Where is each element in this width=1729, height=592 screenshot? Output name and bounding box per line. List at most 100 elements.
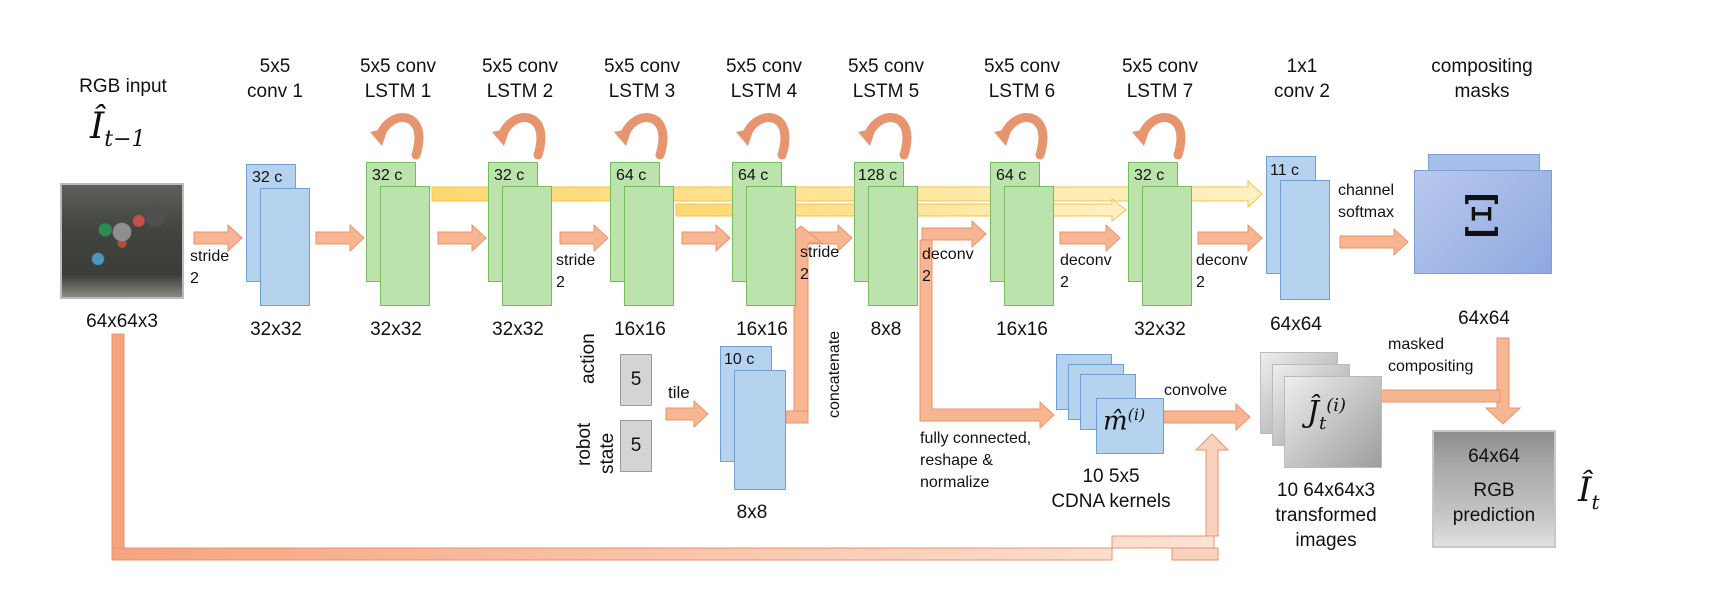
kernels-caption: 10 5x5 CDNA kernels <box>1051 466 1171 512</box>
arrow-lstm6-lstm7-icon <box>1059 223 1121 253</box>
robot-label: robot <box>574 422 595 466</box>
robot-state-label: state <box>597 432 618 474</box>
arrow-masked-compositing-icon <box>1379 389 1501 403</box>
layer-lstm5-label: 5x5 conv LSTM 5 <box>847 56 925 102</box>
loop-lstm3-icon <box>619 113 668 160</box>
prediction-symbol: Ît <box>1578 470 1599 514</box>
op-deconv-1: deconv 2 <box>922 246 974 285</box>
layer-conv1-label: 5x5 conv 1 <box>247 56 303 102</box>
transformed-caption: 10 64x64x3 transformed images <box>1275 480 1377 551</box>
arrow-masks-down-icon <box>1484 337 1522 425</box>
kernel-symbol: m̂(i) <box>1103 405 1145 437</box>
lstm2-front-block <box>502 186 552 306</box>
lstm1-channels: 32 c <box>372 167 403 184</box>
lstm5-size: 8x8 <box>870 319 902 340</box>
lstm1-size: 32x32 <box>370 319 422 340</box>
layer-lstm7-label: 5x5 conv LSTM 7 <box>1121 56 1199 102</box>
loop-lstm4-icon <box>741 113 790 160</box>
input-title: RGB input <box>79 76 167 97</box>
op-deconv-2: deconv 2 <box>1060 252 1112 291</box>
loop-lstm2-icon <box>497 113 546 160</box>
conv2-channels: 11 c <box>1270 162 1300 179</box>
layer-conv2-label: 1x1 conv 2 <box>1274 56 1330 102</box>
robot-action-text: action <box>578 333 599 384</box>
prediction-image <box>1432 430 1556 548</box>
lstm4-front-block <box>746 186 796 306</box>
prediction-symbol-main: Î <box>1578 470 1592 510</box>
transformed-symbol-superscript: (i) <box>1326 395 1347 416</box>
arrow-tile-icon <box>665 399 709 429</box>
layer-lstm3-label: 5x5 conv LSTM 3 <box>603 56 681 102</box>
masks-title: compositing masks <box>1431 56 1533 102</box>
arrow-lstm1-lstm2-icon <box>437 223 487 253</box>
loop-head-6-icon <box>994 128 1012 146</box>
lstm7-front-block <box>1142 186 1192 306</box>
kernel-symbol-superscript: (i) <box>1127 405 1146 424</box>
concat-front-block <box>734 370 786 490</box>
op-stride-3: stride 2 <box>800 244 840 283</box>
arrow-conv2-masks-icon <box>1339 227 1409 257</box>
masks-symbol: Ξ <box>1462 185 1502 250</box>
lstm2-size: 32x32 <box>492 319 544 340</box>
lstm6-size: 16x16 <box>996 319 1048 340</box>
prediction-size: 64x64 <box>1468 446 1520 467</box>
lstm4-size: 16x16 <box>736 319 788 340</box>
loop-head-1-icon <box>370 128 388 146</box>
concat-size: 8x8 <box>736 502 768 523</box>
op-tile: tile <box>668 383 690 402</box>
op-stride-1: stride 2 <box>190 248 230 287</box>
recurrent-loop-arrows <box>375 113 1186 160</box>
conv1-front-block <box>260 188 310 306</box>
lstm7-size: 32x32 <box>1134 319 1186 340</box>
loop-head-4-icon <box>736 128 754 146</box>
kernel-block-front: m̂(i) <box>1096 398 1164 454</box>
transformed-symbol-subscript: t <box>1319 413 1327 434</box>
op-channel-softmax: channel softmax <box>1338 182 1395 221</box>
loop-lstm1-icon <box>375 113 424 160</box>
arrow-conv1-lstm1-icon <box>315 223 365 253</box>
arrow-input-conv1-icon <box>193 223 243 253</box>
layer-lstm2-label: 5x5 conv LSTM 2 <box>481 56 559 102</box>
loop-head-7-icon <box>1132 128 1150 146</box>
conv1-channels: 32 c <box>252 169 283 186</box>
kernel-symbol-main: m̂ <box>1103 406 1128 437</box>
prediction-symbol-subscript: t <box>1591 489 1600 514</box>
arrow-fc-path-icon <box>919 239 1055 430</box>
arrow-concat-horizontal-icon <box>785 410 809 424</box>
state-value: 5 <box>630 435 642 456</box>
action-value: 5 <box>630 369 642 390</box>
lstm7-channels: 32 c <box>1134 167 1165 184</box>
input-size: 64x64x3 <box>86 311 158 332</box>
masks-size: 64x64 <box>1458 308 1510 329</box>
input-symbol: Ît−1 <box>90 106 146 152</box>
transformed-block-front: Ĵt(i) <box>1284 376 1382 468</box>
lstm6-front-block <box>1004 186 1054 306</box>
transformed-symbol-main: Ĵ <box>1307 395 1320 430</box>
op-deconv-3: deconv 2 <box>1196 252 1248 291</box>
loop-head-3-icon <box>614 128 632 146</box>
op-convolve: convolve <box>1164 382 1228 399</box>
prediction-label: RGB prediction <box>1452 480 1536 526</box>
loop-head-2-icon <box>492 128 510 146</box>
transformed-symbol: Ĵt(i) <box>1307 395 1346 434</box>
loop-lstm7-icon <box>1137 113 1186 160</box>
loop-lstm5-icon <box>863 113 912 160</box>
op-fully-connected: fully connected, reshape & normalize <box>920 430 1032 491</box>
arrow-lstm2-lstm3-icon <box>559 223 609 253</box>
lstm3-size: 16x16 <box>614 319 666 340</box>
bottom-input-arrow <box>111 333 1230 561</box>
op-masked-compositing: masked compositing <box>1388 336 1474 375</box>
loop-lstm6-icon <box>999 113 1048 160</box>
lstm5-channels: 128 c <box>858 167 898 184</box>
masks-front-block <box>1414 170 1552 274</box>
layer-lstm6-label: 5x5 conv LSTM 6 <box>983 56 1061 102</box>
conv2-front-block <box>1280 180 1330 300</box>
lstm1-front-block <box>380 186 430 306</box>
lstm4-channels: 64 c <box>738 167 769 184</box>
concat-channels: 10 c <box>724 351 755 368</box>
lstm2-channels: 32 c <box>494 167 525 184</box>
op-stride-2: stride 2 <box>556 252 596 291</box>
layer-lstm1-label: 5x5 conv LSTM 1 <box>359 56 437 102</box>
forward-arrows <box>193 219 1522 432</box>
